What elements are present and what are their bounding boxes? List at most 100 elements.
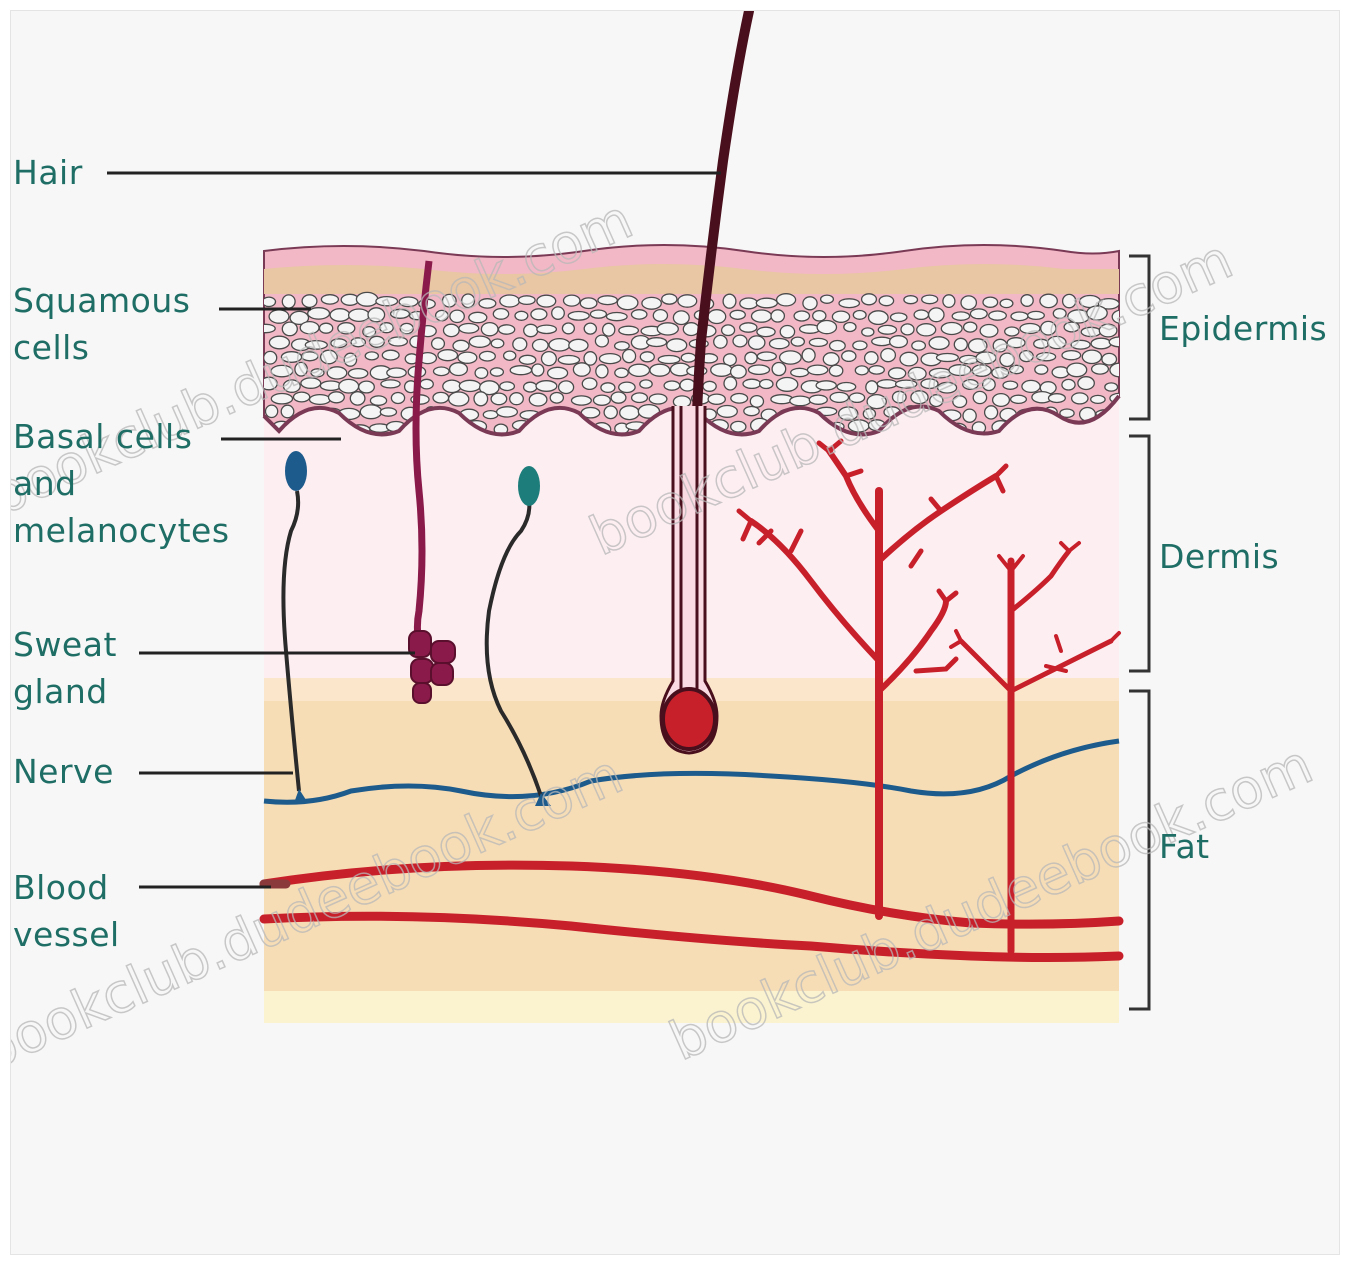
cell	[914, 310, 928, 319]
cell	[510, 393, 524, 405]
cell	[829, 365, 842, 376]
cell	[580, 298, 597, 309]
cell	[717, 406, 737, 418]
cell	[329, 392, 345, 403]
cell	[791, 368, 809, 376]
cell	[629, 364, 650, 376]
cell	[943, 295, 955, 308]
cell	[548, 367, 568, 378]
cell	[450, 363, 468, 376]
label-sweat-gland: Sweat gland	[13, 621, 117, 715]
cell	[282, 295, 295, 308]
cell	[632, 393, 648, 403]
cell	[714, 335, 727, 348]
cell	[360, 405, 381, 419]
cell	[985, 406, 998, 419]
cell	[569, 339, 588, 351]
cell	[989, 311, 1007, 320]
cell	[839, 299, 859, 308]
cell	[370, 396, 386, 405]
cell	[830, 341, 846, 351]
cell	[550, 393, 563, 404]
cell	[600, 354, 621, 364]
cell	[752, 310, 772, 322]
cell	[350, 392, 365, 405]
cell	[449, 392, 469, 406]
cell	[803, 297, 817, 310]
cell	[760, 380, 773, 389]
cell	[1078, 377, 1094, 390]
cell	[572, 396, 592, 405]
cell	[647, 338, 667, 347]
cell	[952, 312, 969, 320]
cell	[711, 364, 732, 377]
cell	[740, 298, 758, 309]
dermis-bracket	[1129, 436, 1149, 671]
cell	[809, 338, 827, 346]
cell	[777, 294, 796, 306]
cell	[961, 296, 976, 310]
cell	[862, 328, 874, 336]
cell	[740, 323, 757, 332]
cell	[537, 295, 556, 307]
layer-brackets	[1129, 256, 1149, 1009]
cell	[1102, 353, 1117, 365]
cell	[615, 342, 630, 350]
cell	[490, 368, 503, 376]
label-basal-cells: Basal cells and melanocytes	[13, 413, 230, 554]
cell	[257, 324, 275, 332]
cell	[453, 340, 469, 351]
cell	[615, 368, 628, 377]
cell	[673, 311, 689, 325]
cell	[970, 309, 987, 319]
cell	[941, 323, 962, 335]
cell	[601, 383, 615, 393]
cell	[504, 351, 516, 360]
cell	[497, 407, 518, 417]
cell	[1092, 364, 1109, 374]
nerve-bulb-left	[285, 451, 307, 491]
cell	[832, 311, 849, 322]
label-epidermis: Epidermis	[1159, 305, 1327, 352]
cell	[513, 338, 527, 351]
cell	[562, 323, 574, 334]
cell	[1062, 379, 1075, 390]
cell	[983, 297, 998, 307]
cell	[780, 326, 794, 338]
cell	[771, 310, 784, 322]
cell	[558, 356, 579, 365]
cell	[493, 309, 508, 320]
cell	[432, 338, 445, 350]
cell	[731, 394, 748, 404]
cell	[604, 406, 617, 419]
cell	[869, 366, 884, 374]
cell	[680, 379, 695, 391]
cell	[611, 392, 626, 403]
cell	[749, 365, 770, 374]
cell	[474, 392, 488, 406]
cell	[458, 352, 477, 363]
cell	[750, 396, 763, 408]
cell	[433, 392, 449, 403]
cell	[771, 395, 793, 404]
cell	[869, 311, 889, 325]
cell	[640, 380, 652, 388]
label-hair: Hair	[13, 149, 83, 196]
cell	[510, 366, 531, 375]
hair-bulb	[663, 689, 715, 749]
cell	[640, 352, 654, 362]
cell	[813, 311, 826, 321]
cell	[619, 326, 639, 335]
cell	[678, 295, 697, 307]
cell	[790, 396, 811, 406]
label-fat: Fat	[1159, 823, 1210, 870]
cell	[443, 380, 461, 392]
cell	[594, 395, 611, 405]
cell	[642, 297, 661, 309]
cell	[922, 295, 938, 304]
cell	[623, 350, 636, 363]
cell	[529, 393, 547, 406]
cell	[723, 294, 736, 308]
cell	[552, 307, 565, 319]
cell	[387, 368, 406, 377]
